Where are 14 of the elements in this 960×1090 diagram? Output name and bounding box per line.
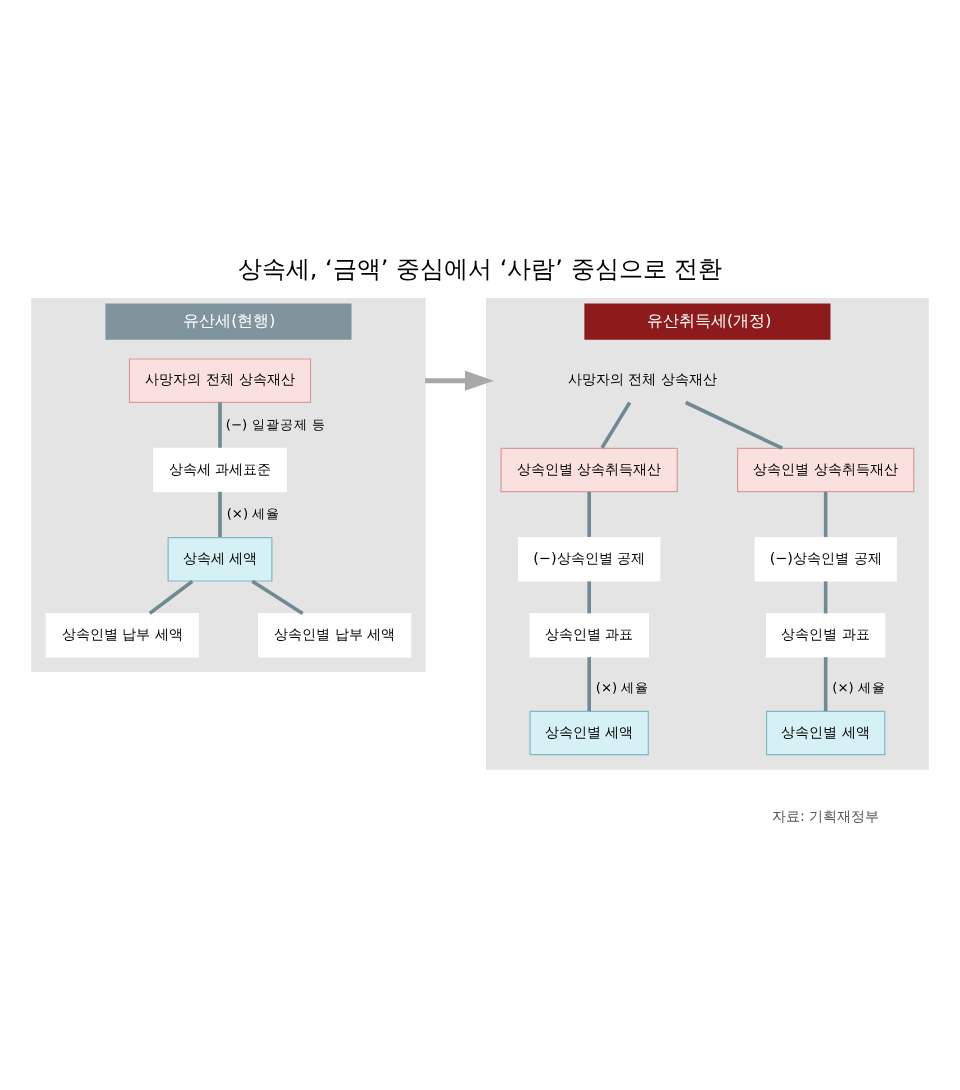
connector <box>823 490 828 536</box>
connector <box>587 580 591 613</box>
connector <box>218 401 222 447</box>
connector <box>148 578 194 614</box>
connector <box>823 656 828 711</box>
connector <box>600 400 632 448</box>
connector <box>251 578 304 615</box>
arrow <box>425 369 494 390</box>
connector <box>823 580 828 613</box>
connector <box>218 490 222 536</box>
connector <box>684 399 783 449</box>
connector <box>587 490 591 536</box>
diagram-title: 상속세, ‘금액’ 중심에서 ‘사람’ 중심으로 전환 <box>237 253 723 282</box>
connector <box>587 656 591 711</box>
